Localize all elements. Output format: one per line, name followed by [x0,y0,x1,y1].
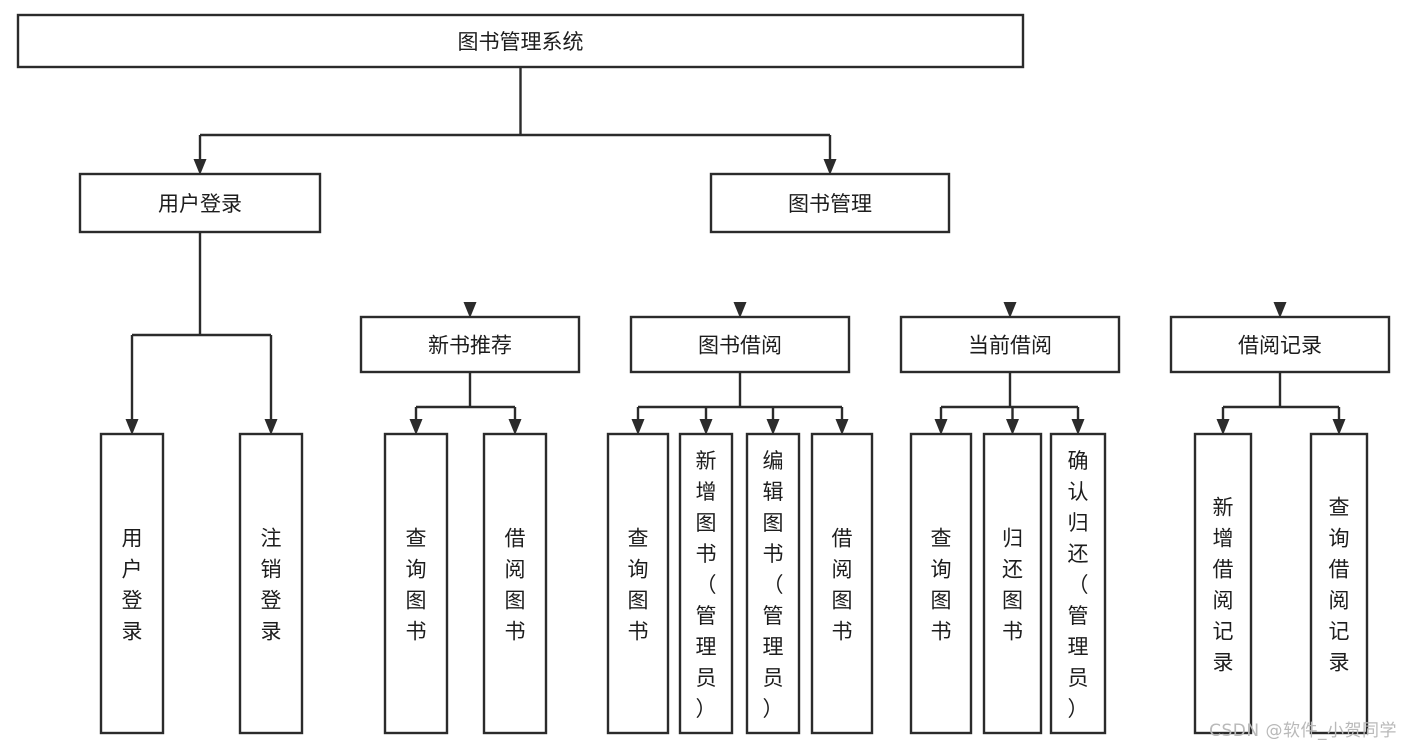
arrow-head-icon [409,419,423,435]
arrow-head-icon [508,419,522,435]
node-label-leaf-user-login: 用户登录 [122,527,143,644]
node-leaf-query-book-3[interactable]: 查询图书 [909,432,973,735]
node-label-root: 图书管理系统 [458,30,584,54]
node-borrow-record[interactable]: 借阅记录 [1169,315,1391,374]
node-box-book-borrow [629,315,851,374]
node-current-borrow[interactable]: 当前借阅 [899,315,1121,374]
node-label-leaf-add-book: 新增图书（管理员） [696,449,717,721]
node-label-book-manage: 图书管理 [788,192,872,216]
node-leaf-query-book-1[interactable]: 查询图书 [383,432,449,735]
node-box-root [16,13,1025,69]
node-label-leaf-query-book-3: 查询图书 [931,527,952,644]
node-label-new-book-rec: 新书推荐 [428,334,512,358]
node-label-user-login: 用户登录 [158,192,242,216]
node-leaf-query-record[interactable]: 查询借阅记录 [1309,432,1369,735]
node-box-leaf-query-book-2 [606,432,670,735]
node-leaf-return-book[interactable]: 归还图书 [982,432,1043,735]
arrow-head-icon [1273,302,1287,318]
arrow-head-icon [1003,302,1017,318]
arrow-head-icon [463,302,477,318]
node-box-leaf-user-login [99,432,165,735]
arrow-head-icon [699,419,713,435]
node-leaf-logout[interactable]: 注销登录 [238,432,304,735]
node-root[interactable]: 图书管理系统 [16,13,1025,69]
node-box-book-manage [709,172,951,234]
node-new-book-rec[interactable]: 新书推荐 [359,315,581,374]
node-label-leaf-borrow-book-1: 借阅图书 [505,527,526,644]
node-box-leaf-confirm-return [1049,432,1107,735]
arrow-head-icon [823,159,837,175]
arrow-head-icon [1006,419,1019,435]
node-label-borrow-record: 借阅记录 [1238,334,1322,358]
node-label-leaf-return-book: 归还图书 [1002,527,1023,644]
node-box-leaf-logout [238,432,304,735]
node-label-leaf-query-book-1: 查询图书 [406,527,427,644]
node-leaf-query-book-2[interactable]: 查询图书 [606,432,670,735]
arrow-head-icon [835,419,849,435]
node-box-leaf-add-record [1193,432,1253,735]
node-book-manage[interactable]: 图书管理 [709,172,951,234]
arrow-head-icon [1332,419,1346,435]
node-box-leaf-add-book [678,432,734,735]
arrow-head-icon [631,419,645,435]
node-label-leaf-borrow-book-2: 借阅图书 [832,527,853,644]
node-label-leaf-edit-book: 编辑图书（管理员） [763,449,784,721]
arrow-head-icon [733,302,747,318]
node-box-leaf-return-book [982,432,1043,735]
node-label-leaf-add-record: 新增借阅记录 [1213,496,1234,675]
node-user-login[interactable]: 用户登录 [78,172,322,234]
arrow-head-icon [125,419,139,435]
node-box-leaf-edit-book [745,432,801,735]
node-label-current-borrow: 当前借阅 [968,334,1052,358]
node-label-leaf-logout: 注销登录 [261,527,282,644]
node-book-borrow[interactable]: 图书借阅 [629,315,851,374]
node-box-leaf-query-record [1309,432,1369,735]
node-box-leaf-borrow-book-1 [482,432,548,735]
node-box-leaf-query-book-3 [909,432,973,735]
arrow-head-icon [193,159,207,175]
arrow-head-icon [264,419,278,435]
node-leaf-borrow-book-2[interactable]: 借阅图书 [810,432,874,735]
nodes-layer: 图书管理系统用户登录图书管理新书推荐图书借阅当前借阅借阅记录用户登录注销登录查询… [16,13,1391,735]
node-leaf-borrow-book-1[interactable]: 借阅图书 [482,432,548,735]
connectors-layer [126,67,1346,435]
node-label-leaf-query-book-2: 查询图书 [628,527,649,644]
arrow-head-icon [1216,419,1230,435]
arrow-head-icon [766,419,780,435]
arrow-head-icon [1071,419,1085,435]
node-leaf-confirm-return[interactable]: 确认归还（管理员） [1049,432,1107,735]
node-leaf-user-login[interactable]: 用户登录 [99,432,165,735]
node-leaf-edit-book[interactable]: 编辑图书（管理员） [745,432,801,735]
node-label-leaf-query-record: 查询借阅记录 [1329,496,1350,675]
node-box-leaf-borrow-book-2 [810,432,874,735]
node-box-leaf-query-book-1 [383,432,449,735]
node-leaf-add-book[interactable]: 新增图书（管理员） [678,432,734,735]
node-box-user-login [78,172,322,234]
node-label-book-borrow: 图书借阅 [698,334,782,358]
node-label-leaf-confirm-return: 确认归还（管理员） [1068,449,1089,721]
node-box-current-borrow [899,315,1121,374]
arrow-head-icon [934,419,948,435]
node-box-new-book-rec [359,315,581,374]
node-leaf-add-record[interactable]: 新增借阅记录 [1193,432,1253,735]
node-box-borrow-record [1169,315,1391,374]
